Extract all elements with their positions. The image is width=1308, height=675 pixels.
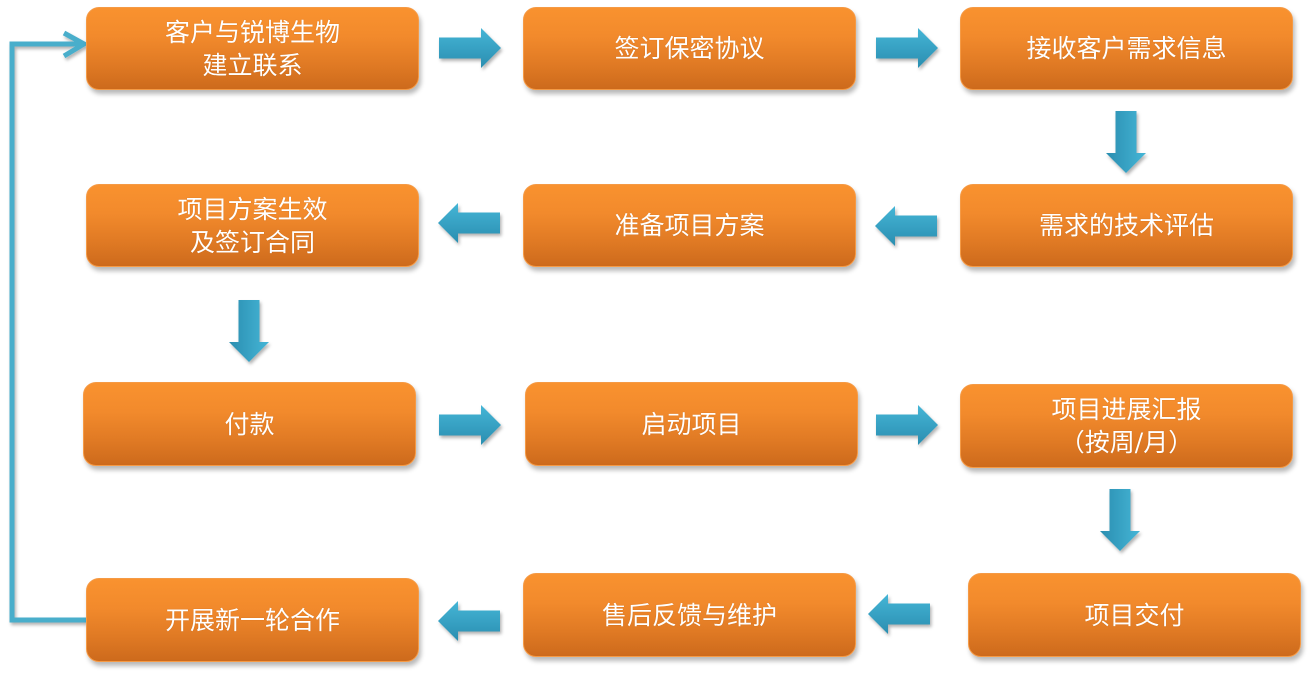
step-box-s9[interactable]: 项目进展汇报 （按周/月） xyxy=(960,384,1293,468)
step-label: 准备项目方案 xyxy=(614,211,765,240)
step-label: 客户与锐博生物 建立联系 xyxy=(164,17,340,80)
step-box-s6[interactable]: 项目方案生效 及签订合同 xyxy=(86,184,419,267)
arrow-down-icon xyxy=(1100,489,1140,551)
arrow-right-icon xyxy=(876,28,938,68)
arrow-left-icon xyxy=(868,594,930,634)
loop-back-connector xyxy=(9,30,90,623)
step-label: 付款 xyxy=(224,409,275,439)
step-label: 接收客户需求信息 xyxy=(1026,34,1227,63)
step-box-s3[interactable]: 接收客户需求信息 xyxy=(960,7,1293,90)
arrow-down-icon xyxy=(229,300,269,362)
step-box-s4[interactable]: 需求的技术评估 xyxy=(960,184,1293,267)
arrow-left-icon xyxy=(875,206,937,246)
step-label: 售后反馈与维护 xyxy=(601,600,777,630)
arrow-left-icon xyxy=(438,601,500,641)
step-label: 开展新一轮合作 xyxy=(164,605,340,635)
step-label: 签订保密协议 xyxy=(614,34,765,63)
step-box-s7[interactable]: 付款 xyxy=(83,382,416,466)
step-label: 需求的技术评估 xyxy=(1038,211,1214,240)
arrow-right-icon xyxy=(876,405,938,445)
step-box-s10[interactable]: 项目交付 xyxy=(968,573,1301,657)
step-box-s11[interactable]: 售后反馈与维护 xyxy=(523,573,856,657)
arrow-left-icon xyxy=(438,203,500,243)
arrow-right-icon xyxy=(439,405,501,445)
step-box-s5[interactable]: 准备项目方案 xyxy=(523,184,856,267)
arrow-right-icon xyxy=(439,28,501,68)
step-box-s12[interactable]: 开展新一轮合作 xyxy=(86,578,419,662)
arrow-down-icon xyxy=(1106,111,1146,173)
step-box-s2[interactable]: 签订保密协议 xyxy=(523,7,856,90)
step-box-s8[interactable]: 启动项目 xyxy=(525,382,858,466)
step-label: 项目进展汇报 （按周/月） xyxy=(1051,395,1202,457)
step-label: 项目交付 xyxy=(1084,600,1185,630)
step-label: 项目方案生效 及签订合同 xyxy=(177,194,328,257)
step-box-s1[interactable]: 客户与锐博生物 建立联系 xyxy=(86,7,419,90)
step-label: 启动项目 xyxy=(641,409,742,439)
